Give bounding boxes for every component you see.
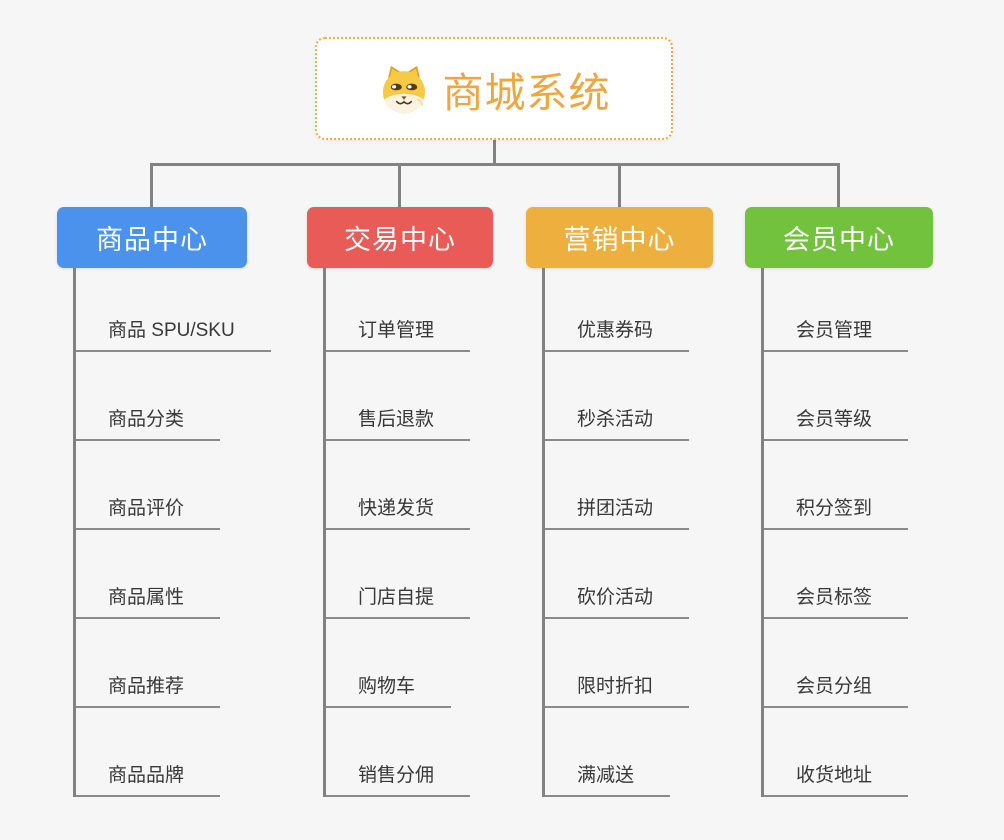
root-node[interactable]: 商城系统	[315, 37, 673, 140]
branch-header-marketing-center[interactable]: 营销中心	[526, 207, 713, 268]
connector-bus	[150, 163, 840, 166]
child-node[interactable]: 售后退款	[326, 352, 471, 441]
child-node[interactable]: 收货地址	[764, 708, 909, 797]
child-node[interactable]: 会员分组	[764, 619, 909, 708]
connector-stub-product	[150, 163, 153, 208]
connector-stub-trade	[398, 163, 401, 208]
child-node[interactable]: 会员管理	[764, 268, 909, 352]
child-node[interactable]: 销售分佣	[326, 708, 471, 797]
child-node[interactable]: 商品分类	[76, 352, 271, 441]
child-node[interactable]: 拼团活动	[545, 441, 690, 530]
child-node[interactable]: 秒杀活动	[545, 352, 690, 441]
child-node[interactable]: 门店自提	[326, 530, 471, 619]
branch-children-trade-center: 订单管理 售后退款 快递发货 门店自提 购物车 销售分佣	[323, 268, 471, 797]
connector-stub-marketing	[618, 163, 621, 208]
child-node[interactable]: 砍价活动	[545, 530, 690, 619]
child-node[interactable]: 会员标签	[764, 530, 909, 619]
branch-children-product-center: 商品 SPU/SKU 商品分类 商品评价 商品属性 商品推荐 商品品牌	[73, 268, 271, 797]
child-node[interactable]: 优惠券码	[545, 268, 690, 352]
branch-children-marketing-center: 优惠券码 秒杀活动 拼团活动 砍价活动 限时折扣 满减送	[542, 268, 690, 797]
child-node[interactable]: 积分签到	[764, 441, 909, 530]
branch-header-product-center[interactable]: 商品中心	[57, 207, 247, 268]
branch-header-trade-center[interactable]: 交易中心	[307, 207, 493, 268]
root-node-label: 商城系统	[442, 69, 611, 116]
branch-label: 交易中心	[344, 225, 456, 255]
child-node[interactable]: 购物车	[326, 619, 470, 708]
child-node[interactable]: 快递发货	[326, 441, 471, 530]
branch-label: 营销中心	[563, 225, 676, 255]
child-node[interactable]: 商品 SPU/SKU	[76, 268, 271, 352]
connector-stub-member	[837, 163, 840, 208]
child-node[interactable]: 商品评价	[76, 441, 271, 530]
child-node[interactable]: 商品推荐	[76, 619, 271, 708]
branch-label: 商品中心	[96, 225, 208, 255]
child-node[interactable]: 订单管理	[326, 268, 471, 352]
branch-header-member-center[interactable]: 会员中心	[745, 207, 933, 268]
child-node[interactable]: 商品品牌	[76, 708, 271, 797]
branch-children-member-center: 会员管理 会员等级 积分签到 会员标签 会员分组 收货地址	[761, 268, 909, 797]
child-node[interactable]: 会员等级	[764, 352, 909, 441]
child-node[interactable]: 限时折扣	[545, 619, 690, 708]
child-node[interactable]: 商品属性	[76, 530, 271, 619]
doge-face-icon	[378, 63, 430, 115]
child-node[interactable]: 满减送	[545, 708, 689, 797]
branch-label: 会员中心	[783, 225, 895, 255]
connector-root-stub	[493, 140, 496, 166]
